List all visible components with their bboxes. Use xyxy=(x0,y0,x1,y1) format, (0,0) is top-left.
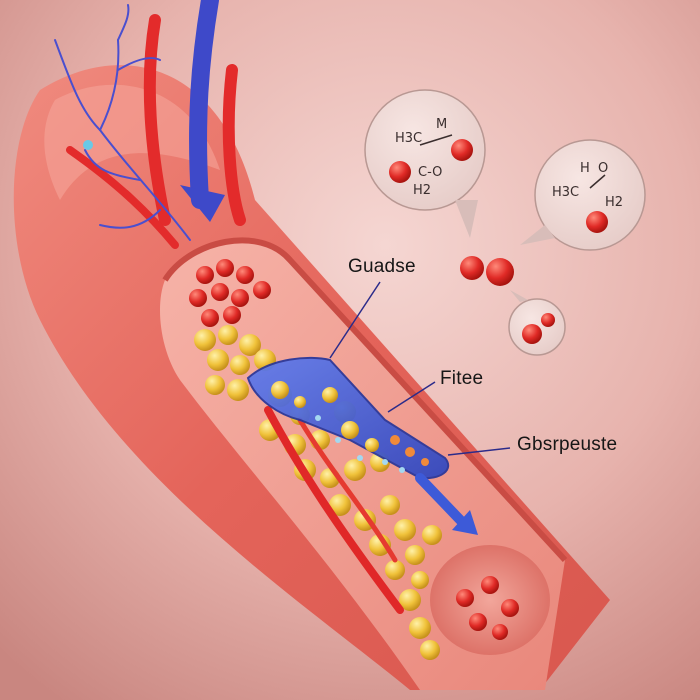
molecule-bubble-small xyxy=(508,290,566,356)
filter-flow-arrowhead xyxy=(452,510,478,535)
artery-right xyxy=(222,64,246,226)
molecule-left-line3: C-O xyxy=(418,165,442,180)
molecule-bubble-right xyxy=(520,139,646,251)
label-middle: Fitee xyxy=(440,368,484,389)
molecule-bubble-left xyxy=(364,89,486,238)
inner-artery xyxy=(264,406,404,614)
filter-flow-arrow xyxy=(415,473,470,530)
label-top-leader xyxy=(329,281,381,359)
molecule-right-line2: H3C xyxy=(552,185,579,200)
label-top: Guadse xyxy=(348,256,416,277)
vein-arrowhead xyxy=(180,185,225,222)
molecule-right-line3: O xyxy=(598,161,608,176)
label-bottom-leader xyxy=(447,447,511,456)
tissue-cell xyxy=(456,589,474,607)
capillary-branches xyxy=(54,4,191,241)
molecule-left-line1: M xyxy=(436,117,447,132)
filter-particles xyxy=(271,381,429,473)
inner-artery-2 xyxy=(297,417,398,563)
molecule-left-line2: H3C xyxy=(395,131,422,146)
red-blood-cells-cluster xyxy=(189,259,271,327)
tissue-cell xyxy=(469,613,487,631)
free-molecule xyxy=(486,258,514,286)
label-bottom: Gbsrpeuste xyxy=(517,434,618,455)
blue-particle xyxy=(83,140,93,150)
artery-left xyxy=(143,14,171,226)
artery-small xyxy=(66,146,179,249)
molecule-right-line4: H2 xyxy=(605,195,623,210)
vein-main xyxy=(189,0,219,209)
free-molecule xyxy=(460,256,484,280)
tissue-cell xyxy=(501,599,519,617)
molecule-right-line1: H xyxy=(580,161,590,176)
tissue-cell xyxy=(481,576,499,594)
vessel-inner-rim xyxy=(162,237,568,563)
molecule-left-line4: H2 xyxy=(413,183,431,198)
vessel-end-tissue xyxy=(430,545,550,655)
filter-membrane xyxy=(246,356,450,480)
tissue-cell xyxy=(492,624,508,640)
vessel-highlight xyxy=(44,84,221,200)
label-middle-leader xyxy=(387,381,436,413)
